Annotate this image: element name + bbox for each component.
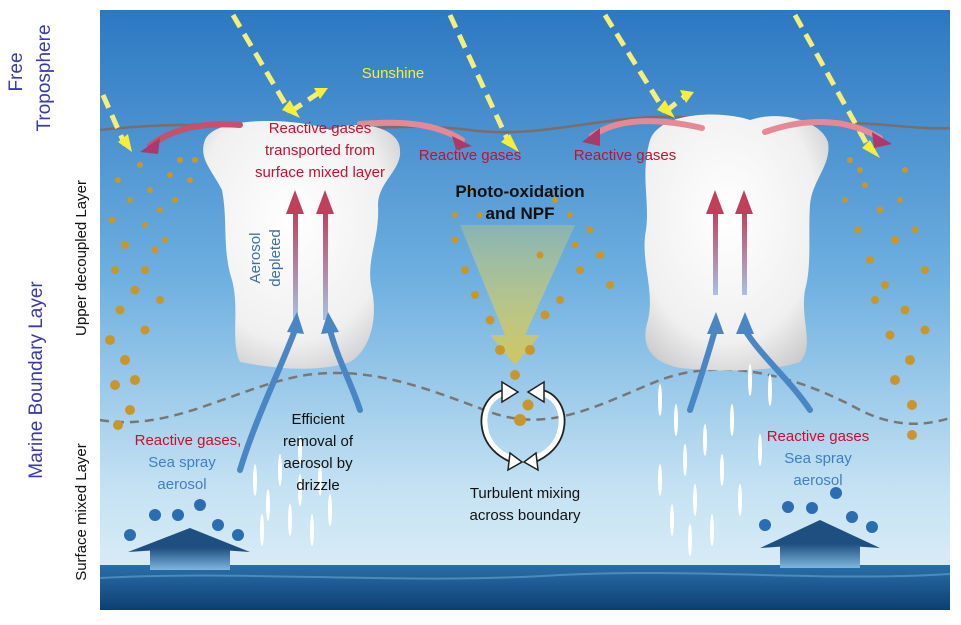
reactive-gases-mid-left: Reactive gases [419, 147, 522, 164]
reactive-transport-line-2: transported from [265, 142, 375, 159]
sunshine-arrowheads [118, 88, 880, 158]
right-sea-spray-line-1: Sea spray [784, 450, 852, 467]
free-troposphere-label-1: Free [6, 52, 27, 91]
right-source-label: Reactive gases Sea spray aerosol [767, 428, 870, 489]
right-cloud [644, 114, 829, 371]
sea-spray-arrows [237, 327, 813, 473]
aerosol-depleted-label: Aerosol depleted [247, 229, 284, 287]
photo-oxidation-line-2: and NPF [486, 204, 555, 223]
right-reactive-gases: Reactive gases [767, 428, 870, 445]
efficient-removal-line-3: aerosol by [283, 455, 353, 472]
sunshine-label: Sunshine [362, 65, 425, 82]
photo-oxidation-line-1: Photo-oxidation [455, 182, 584, 201]
aerosol-dots [105, 157, 930, 440]
efficient-removal-line-1: Efficient [291, 411, 345, 428]
aerosol-depleted-line-1: Aerosol [247, 233, 264, 284]
right-sea-spray-line-2: aerosol [793, 472, 842, 489]
reactive-transport-line-1: Reactive gases [269, 120, 372, 137]
left-sea-spray-line-2: aerosol [157, 476, 206, 493]
left-reactive-gases: Reactive gases, [135, 432, 242, 449]
reactive-gases-mid-right: Reactive gases [574, 147, 677, 164]
turbulent-mixing-arrows [481, 389, 565, 463]
decoupling-boundary [99, 368, 951, 425]
turbulent-mixing-label: Turbulent mixing across boundary [470, 485, 581, 524]
marine-boundary-layer-label: Marine Boundary Layer [26, 281, 47, 479]
efficient-removal-line-4: drizzle [296, 477, 339, 494]
sea-surface [100, 565, 950, 610]
left-source-label: Reactive gases, Sea spray aerosol [135, 432, 242, 493]
turbulent-mixing-line-1: Turbulent mixing [470, 485, 580, 502]
drizzle-streaks [253, 364, 772, 556]
sea-spray-sources [124, 487, 880, 570]
npf-cone [460, 225, 575, 365]
left-cloud [203, 120, 401, 369]
updraft-arrows [286, 190, 753, 320]
surface-mixed-layer-label: Surface mixed Layer [73, 443, 90, 581]
aerosol-depleted-line-2: depleted [267, 229, 284, 287]
efficient-removal-line-2: removal of [283, 433, 354, 450]
photo-oxidation-label: Photo-oxidation and NPF [455, 182, 584, 223]
upper-decoupled-layer-label: Upper decoupled Layer [73, 180, 90, 336]
left-sea-spray-line-1: Sea spray [148, 454, 216, 471]
turbulent-mixing-line-2: across boundary [470, 507, 581, 524]
efficient-removal-label: Efficient removal of aerosol by drizzle [283, 411, 354, 494]
reactive-transport-line-3: surface mixed layer [255, 164, 385, 181]
free-troposphere-label-2: Troposphere [34, 24, 55, 131]
reactive-transport-label: Reactive gases transported from surface … [255, 120, 385, 181]
